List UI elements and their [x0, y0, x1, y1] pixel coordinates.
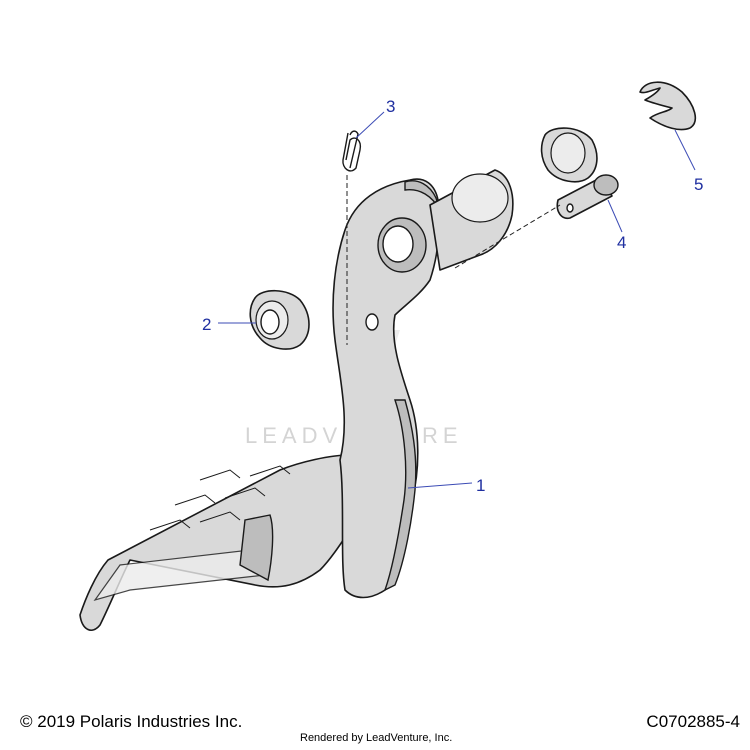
clevis-pin[interactable]	[556, 174, 619, 220]
callout-3[interactable]: 3	[386, 97, 395, 116]
callout-4[interactable]: 4	[617, 233, 626, 252]
assembly-lines	[346, 175, 561, 345]
e-clip[interactable]	[639, 81, 697, 131]
brake-pedal[interactable]	[79, 169, 514, 631]
copyright-text: © 2019 Polaris Industries Inc.	[20, 712, 243, 731]
pin-bushing[interactable]	[540, 127, 598, 183]
callout-5[interactable]: 5	[694, 175, 703, 194]
diagram-code: C0702885-4	[646, 712, 740, 731]
bushing[interactable]	[249, 289, 310, 350]
rendered-by-text: Rendered by LeadVenture, Inc.	[300, 732, 453, 744]
callout-1[interactable]: 1	[476, 476, 485, 495]
callout-lines	[218, 111, 696, 489]
hair-pin-clip[interactable]	[342, 130, 362, 172]
callout-2[interactable]: 2	[202, 315, 211, 334]
